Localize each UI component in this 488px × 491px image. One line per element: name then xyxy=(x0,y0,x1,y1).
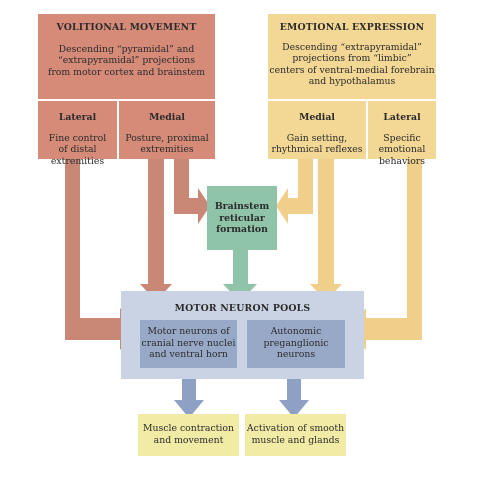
emotional-expression-header: EMOTIONAL EXPRESSION Descending “extrapy… xyxy=(268,14,436,99)
arrow-reticular-to-motor-pool xyxy=(223,250,257,302)
volitional-lateral-desc: of distal extremities xyxy=(50,144,105,167)
volitional-movement-header: VOLITIONAL MOVEMENT Descending “pyramida… xyxy=(38,14,215,99)
emotional-desc-line: and hypothalamus xyxy=(308,76,396,88)
emotional-title: EMOTIONAL EXPRESSION xyxy=(279,22,425,33)
muscle-line: and movement xyxy=(153,434,224,446)
volitional-lateral-box: Lateral Fine control of distal extremiti… xyxy=(38,101,117,167)
emotional-lateral-desc: behaviors xyxy=(378,155,426,167)
somatic-line: Motor neurons of xyxy=(147,326,230,337)
autonomic-line: neurons xyxy=(276,349,316,361)
arrow-motor-neurons-to-muscle xyxy=(174,368,204,418)
emotional-desc-line: projections from “limbic” xyxy=(292,53,412,65)
brainstem-reticular-formation: Brainstem reticular formation xyxy=(207,186,277,250)
volitional-medial-title: Medial xyxy=(149,112,185,123)
arrow-autonomic-to-smooth-muscle xyxy=(279,368,309,418)
volitional-desc-line: from motor cortex and brainstem xyxy=(47,66,206,78)
volitional-title: VOLITIONAL MOVEMENT xyxy=(56,22,197,33)
volitional-medial-box: Medial Posture, proximal extremities xyxy=(119,101,215,159)
autonomic-line: Autonomic xyxy=(270,326,322,337)
autonomic-neurons-box: Autonomic preganglionic neurons xyxy=(247,320,345,368)
somatic-motor-neurons-box: Motor neurons of cranial nerve nuclei an… xyxy=(140,320,237,368)
volitional-desc-line: Descending “pyramidal” and xyxy=(58,43,195,55)
emotional-lateral-title: Lateral xyxy=(383,112,421,123)
arrow-vol-medial-to-motor-pool xyxy=(140,159,172,301)
volitional-desc-line: “extrapyramidal” projections xyxy=(57,55,196,67)
emotional-lateral-box: Lateral Specific emotional behaviors xyxy=(368,101,436,167)
emotional-medial-desc: rhythmical reflexes xyxy=(271,144,363,156)
smooth-line: muscle and glands xyxy=(251,434,340,446)
emotional-lateral-desc: Specific emotional xyxy=(378,132,426,156)
emotional-medial-box: Medial Gain setting, rhythmical reflexes xyxy=(268,101,366,159)
arrow-emo-medial-to-reticular xyxy=(276,159,313,224)
muscle-line: Muscle contraction xyxy=(143,423,234,434)
autonomic-line: preganglionic xyxy=(263,337,329,349)
emotional-medial-title: Medial xyxy=(299,112,335,123)
somatic-line: and ventral horn xyxy=(149,349,228,361)
muscle-contraction-box: Muscle contraction and movement xyxy=(138,414,239,456)
reticular-line: reticular xyxy=(219,212,265,224)
volitional-medial-desc: Posture, proximal xyxy=(125,132,209,144)
arrow-emo-medial-to-motor-pool xyxy=(310,159,342,301)
emotional-desc-line: Descending “extrapyramidal” xyxy=(282,41,422,53)
somatic-line: cranial nerve nuclei xyxy=(141,337,236,349)
volitional-medial-desc: extremities xyxy=(140,144,194,156)
reticular-line: formation xyxy=(216,224,268,236)
motor-pools-title: MOTOR NEURON POOLS xyxy=(174,303,311,314)
smooth-line: Activation of smooth xyxy=(246,423,345,434)
emotional-medial-desc: Gain setting, xyxy=(286,132,348,144)
volitional-lateral-title: Lateral xyxy=(58,112,97,123)
arrow-vol-medial-to-reticular xyxy=(174,159,210,224)
emotional-desc-line: centers of ventral-medial forebrain xyxy=(269,64,435,76)
smooth-muscle-activation-box: Activation of smooth muscle and glands xyxy=(245,414,346,456)
reticular-line: Brainstem xyxy=(214,201,270,212)
volitional-lateral-desc: Fine control xyxy=(48,132,107,144)
